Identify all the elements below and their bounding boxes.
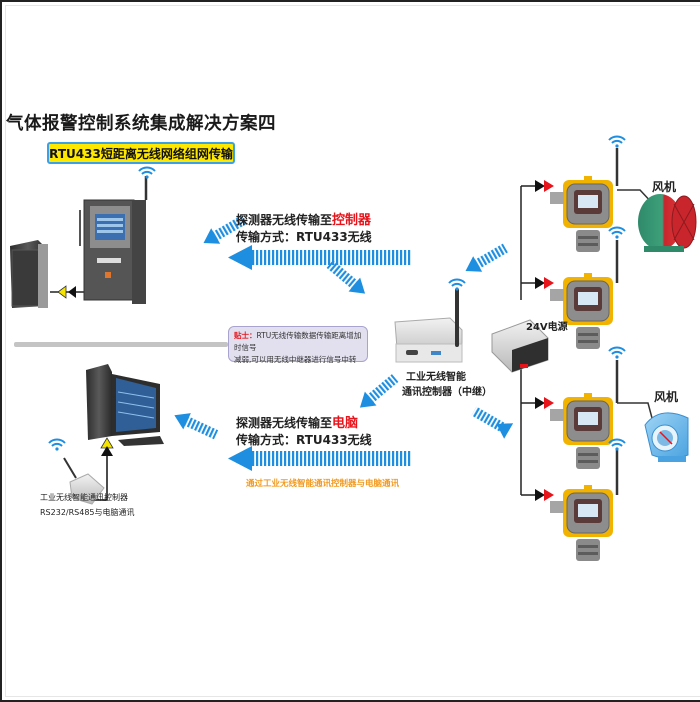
fan-label-bottom: 风机 xyxy=(654,390,679,404)
centrifugal-fan xyxy=(644,412,689,462)
frame-guide-line xyxy=(5,696,700,697)
lower-link-method: 传输方式：RTU433无线 xyxy=(236,433,372,447)
relay-label-line1: 工业无线智能 xyxy=(406,372,466,383)
wifi-icon xyxy=(608,438,626,452)
tip-box: 贴士：RTU无线传输数据传输距离增加时信号 减弱,可以用无线中继器进行信号中转 xyxy=(228,326,368,364)
signal-arrow xyxy=(465,243,508,272)
gas-detector xyxy=(549,484,614,562)
signal-arrow xyxy=(326,260,366,294)
wifi-icon xyxy=(48,438,66,452)
axial-fan xyxy=(638,194,697,252)
signal-arrow xyxy=(471,406,514,439)
lower-link-note: 通过工业无线智能通讯控制器与电脑通讯 xyxy=(246,479,400,489)
tip-text-line1: RTU无线传输数据传输距离增加时信号 xyxy=(234,331,362,352)
server-tower xyxy=(10,240,48,308)
power-supply-label: 24V电源 xyxy=(526,322,568,333)
relay-controller xyxy=(394,288,463,363)
lower-link-target: 电脑 xyxy=(332,416,359,431)
wifi-icon xyxy=(608,346,626,360)
pc-module-label-line1: 工业无线智能通讯控制器 xyxy=(40,493,128,502)
tip-label: 贴士： xyxy=(234,331,257,340)
tip-text-line2: 减弱,可以用无线中继器进行信号中转 xyxy=(234,355,357,364)
divider-bar xyxy=(14,342,228,347)
upper-link-line1: 探测器无线传输至控制器 xyxy=(236,209,371,228)
computer-workstation xyxy=(86,364,164,446)
upper-link-method: 传输方式：RTU433无线 xyxy=(236,230,372,244)
frame-guide-line xyxy=(5,5,700,6)
upper-link-target: 控制器 xyxy=(332,213,372,228)
lower-link-line1: 探测器无线传输至电脑 xyxy=(236,412,358,431)
relay-label-line2: 通讯控制器（中继） xyxy=(402,387,492,398)
wifi-icon xyxy=(608,226,626,240)
gas-detector xyxy=(549,392,614,470)
pc-communication-module xyxy=(63,457,105,505)
upper-link-prefix: 探测器无线传输至 xyxy=(236,213,333,227)
pc-module-label-line2: RS232/RS485与电脑通讯 xyxy=(40,508,135,517)
input-arrows xyxy=(535,180,554,501)
lower-transmission-arrow xyxy=(228,446,411,471)
gas-alarm-controller xyxy=(79,176,148,304)
frame-guide-line xyxy=(5,5,6,697)
upper-transmission-arrow xyxy=(228,245,411,270)
signal-arrow xyxy=(203,215,246,244)
wifi-icon xyxy=(608,135,626,149)
wifi-icon xyxy=(138,166,156,180)
power-supply-24v xyxy=(491,319,549,373)
gas-detector xyxy=(549,175,614,253)
diagram-title: 气体报警控制系统集成解决方案四 xyxy=(6,114,276,134)
signal-arrow xyxy=(359,374,399,408)
signal-arrow xyxy=(174,413,219,440)
lower-link-prefix: 探测器无线传输至 xyxy=(236,416,333,430)
transmission-badge: RTU433短距离无线网络组网传输 xyxy=(47,142,235,164)
gas-detector xyxy=(549,272,614,350)
fan-wiring xyxy=(617,402,653,419)
wifi-icon xyxy=(448,278,466,292)
connection-arrow-controller-to-server xyxy=(50,285,86,299)
fan-label-top: 风机 xyxy=(652,180,677,194)
